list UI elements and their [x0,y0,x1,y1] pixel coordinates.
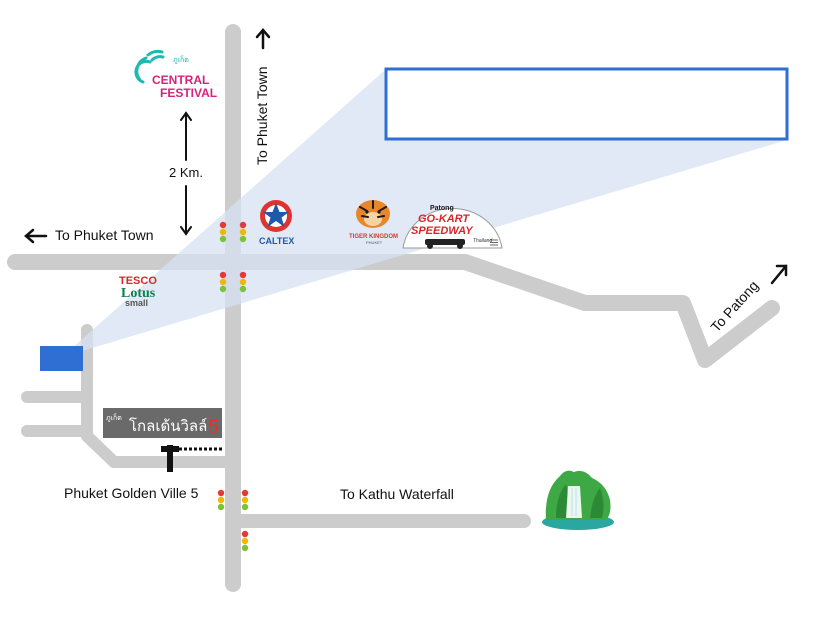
traffic-light-icon [239,221,247,243]
traffic-light-icon [239,271,247,293]
golden-ville-sign-icon: ภูเก็ต โกลเด้นวิลล์ 5 [103,408,222,438]
callout-box [384,67,789,141]
central-festival-line1: CENTRAL [152,73,209,87]
caltex-star-icon: CALTEX [259,200,294,246]
label-golden-ville: Phuket Golden Ville 5 [64,485,199,501]
go-kart-line2: SPEEDWAY [411,225,474,237]
tesco-line2: Lotus [121,286,156,301]
traffic-lights [217,221,249,552]
tesco-line3: small [125,298,148,308]
caltex-label: CALTEX [259,236,294,246]
golden-ville-thai-small: ภูเก็ต [106,413,122,422]
location-marker [40,346,83,371]
traffic-light-icon [219,221,227,243]
traffic-light-icon [219,271,227,293]
golden-ville-number: 5 [208,417,219,438]
label-to-kathu-waterfall: To Kathu Waterfall [340,486,454,502]
tiger-head-icon: TIGER KINGDOM PHUKET [349,200,398,245]
arrow-west-icon [24,228,48,244]
label-distance: 2 Km. [169,165,203,180]
tesco-lotus-logo-icon: TESCO Lotus small [119,275,157,308]
arrow-patong-icon [770,264,788,285]
central-festival-logo-icon: ภูเก็ต CENTRAL FESTIVAL [134,50,217,100]
traffic-light-icon [241,530,249,552]
gate-barrier-icon [161,445,224,472]
golden-ville-thai: โกลเด้นวิลล์ [129,417,207,435]
arrow-north-icon [255,28,271,50]
go-kart-line1: GO-KART [418,213,470,225]
callout-shade [62,70,787,357]
tiger-kingdom-sub: PHUKET [366,240,383,245]
go-kart-icon: Patong GO-KART SPEEDWAY Thailand [402,205,503,249]
traffic-light-icon [217,489,225,511]
central-festival-line2: FESTIVAL [160,86,217,100]
road-soi [81,324,231,468]
go-kart-sub: Thailand [473,238,492,244]
roads [7,24,780,592]
waterfall-icon [542,470,614,530]
go-kart-top: Patong [430,205,454,212]
tesco-line1: TESCO [119,275,157,287]
distance-arrow-icon [180,111,192,236]
traffic-light-icon [241,489,249,511]
label-to-phuket-town-west: To Phuket Town [55,227,154,243]
label-to-phuket-town-north: To Phuket Town [254,66,270,165]
tiger-kingdom-label: TIGER KINGDOM [349,234,398,240]
road-main-east-west [7,254,780,368]
central-festival-small: ภูเก็ต [173,55,189,64]
